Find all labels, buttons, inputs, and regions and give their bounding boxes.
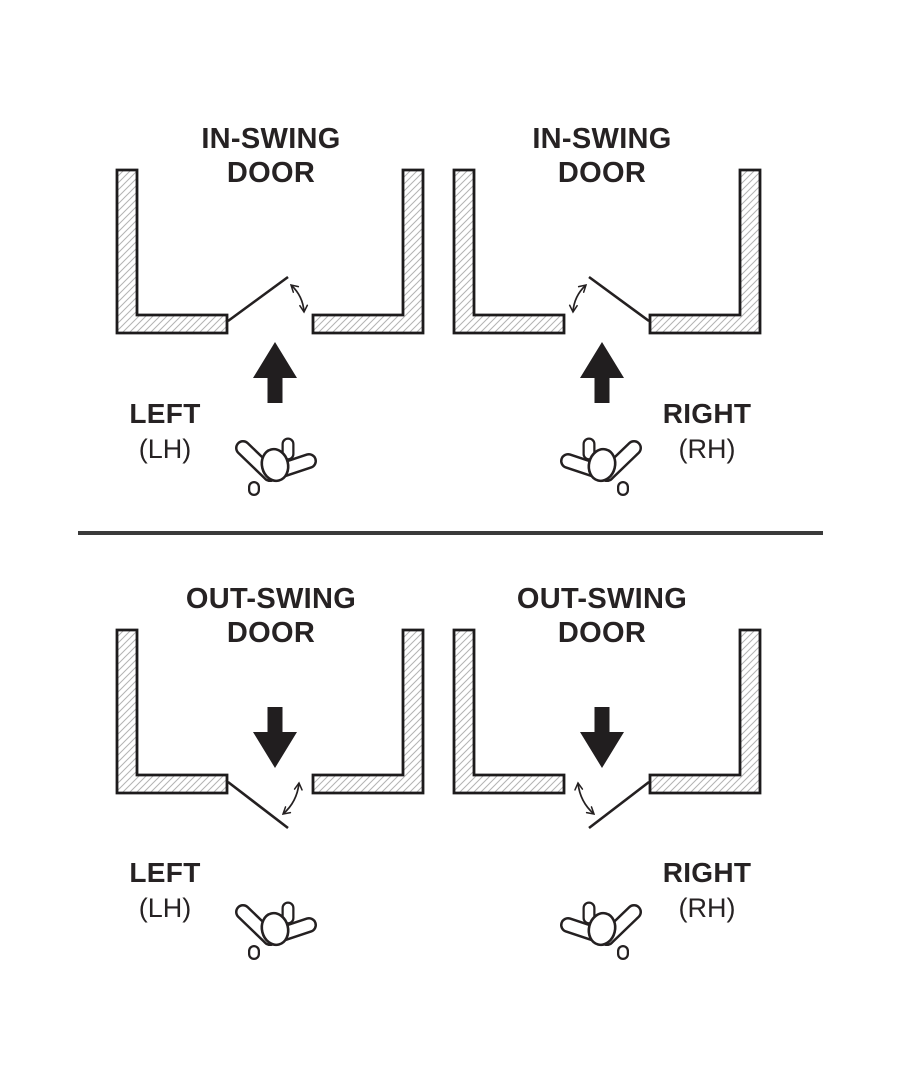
diagram-out-swing-right — [452, 628, 762, 954]
title-out-swing-right: OUT-SWING DOOR — [462, 582, 742, 650]
title-out-swing-left: OUT-SWING DOOR — [131, 582, 411, 650]
direction-arrow-icon — [580, 342, 624, 403]
title-line: OUT-SWING — [516, 583, 688, 615]
title-line: IN-SWING — [201, 123, 341, 155]
title-line: DOOR — [557, 157, 647, 189]
direction-arrow-icon — [253, 342, 297, 403]
title-in-swing-left: IN-SWING DOOR — [131, 122, 411, 190]
title-line: DOOR — [557, 617, 647, 649]
swing-arc-icon — [573, 285, 586, 312]
title-line: DOOR — [226, 157, 316, 189]
hand-code-lh-in: (LH) — [138, 434, 192, 464]
door-leaf — [588, 275, 650, 323]
walls-icon — [452, 168, 762, 335]
person-icon — [243, 908, 309, 954]
door-leaf — [227, 780, 289, 830]
diagram-out-swing-left — [115, 628, 425, 954]
hand-code-rh-out: (RH) — [678, 893, 736, 923]
person-icon — [568, 908, 634, 954]
hand-label-right-out: RIGHT — [662, 857, 752, 888]
hand-label-left-out: LEFT — [129, 857, 201, 888]
person-icon — [243, 444, 309, 490]
swing-arc-icon — [578, 783, 594, 814]
section-divider — [78, 531, 823, 535]
person-icon — [568, 444, 634, 490]
title-line: DOOR — [226, 617, 316, 649]
direction-arrow-icon — [253, 707, 297, 768]
hand-code-rh-in: (RH) — [678, 434, 736, 464]
door-leaf — [227, 275, 289, 323]
diagram-in-swing-left — [115, 168, 425, 490]
swing-arc-icon — [283, 783, 299, 814]
diagram-in-swing-right — [452, 168, 762, 490]
title-line: OUT-SWING — [185, 583, 357, 615]
swing-arc-icon — [291, 285, 304, 312]
hand-label-right-in: RIGHT — [662, 398, 752, 429]
title-line: IN-SWING — [532, 123, 672, 155]
hand-code-lh-out: (LH) — [138, 893, 192, 923]
door-leaf — [588, 780, 650, 830]
title-in-swing-right: IN-SWING DOOR — [462, 122, 742, 190]
hand-label-left-in: LEFT — [129, 398, 201, 429]
direction-arrow-icon — [580, 707, 624, 768]
walls-icon — [115, 168, 425, 335]
